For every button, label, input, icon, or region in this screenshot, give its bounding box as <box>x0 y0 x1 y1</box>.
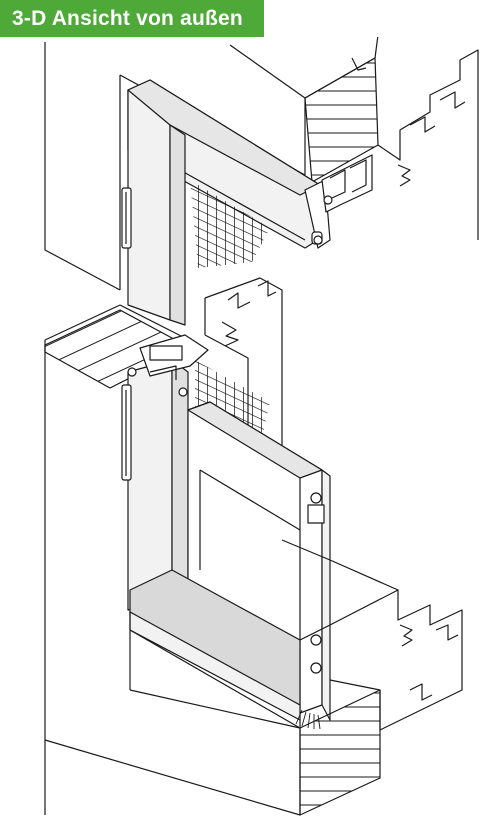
middle-wall <box>44 277 283 815</box>
title-text: 3-D Ansicht von außen <box>12 6 243 30</box>
upper-corner-frame <box>121 89 186 326</box>
upper-wall-block <box>44 37 479 291</box>
technical-drawing <box>44 37 479 816</box>
sill-hatch <box>299 689 381 816</box>
lower-wall-block <box>44 539 463 816</box>
bottom-rail <box>129 569 331 730</box>
title-badge: 3-D Ansicht von außen <box>0 0 264 37</box>
top-frame-profile <box>127 79 373 249</box>
upper-mesh <box>190 180 270 268</box>
